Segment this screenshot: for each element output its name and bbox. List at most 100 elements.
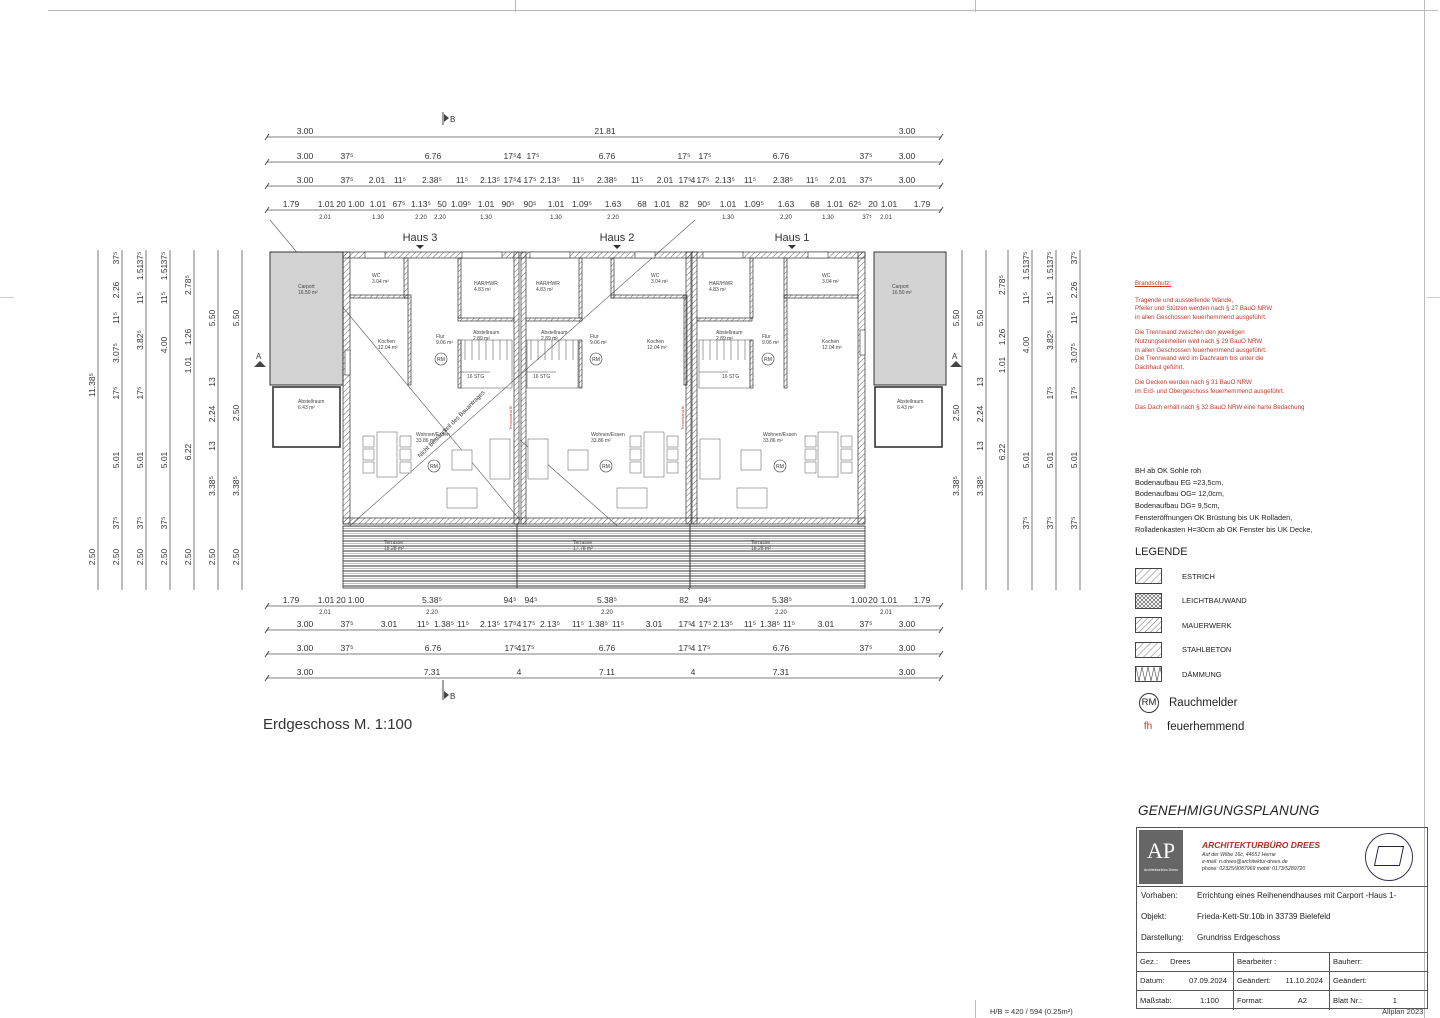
field-label: Objekt: (1141, 912, 1167, 921)
fire-protection-paragraph: Die Trennwand zwischen den jeweiligen Nu… (1135, 329, 1267, 371)
room-name: Flur (762, 334, 771, 340)
room-name: HAR/HWR (709, 281, 733, 287)
dimension-label: 2.38⁵ (773, 175, 793, 185)
dimension-label: 3.00 (899, 126, 916, 136)
dimension-label: 6.22 (997, 443, 1007, 460)
dimension-sublabel: 2.20 (607, 215, 619, 221)
dimension-label: 3.00 (297, 667, 314, 677)
dimension-label: 4 (691, 643, 696, 653)
dimension-label: 90⁵ (524, 199, 537, 209)
room-area: 18.28 m² (384, 546, 404, 552)
dimension-sublabel: 2.20 (434, 215, 446, 221)
legend-label: LEICHTBAUWAND (1182, 596, 1247, 606)
dimension-label: 1.79 (283, 199, 300, 209)
dimension-label: 62⁵ (849, 199, 862, 209)
project-row: Vorhaben:Errichtung eines Reihenendhause… (1141, 886, 1396, 906)
room-area: 9.06 m² (436, 340, 453, 346)
dimension-label: 2.50 (87, 548, 97, 565)
dimension-label: 3.38⁵ (207, 476, 217, 496)
dimension-label: 50 (437, 199, 447, 209)
house-label: Haus 3 (403, 232, 438, 244)
dimension-label: 4 (517, 643, 522, 653)
svg-text:B: B (450, 115, 455, 124)
room-area: 12.04 m² (822, 345, 842, 351)
fire-partition-labels: Trennwand fh Trennwand fh (508, 406, 685, 430)
plan-title: Erdgeschoss M. 1:100 (263, 716, 413, 733)
room-area: 3.04 m² (651, 279, 668, 285)
dimension-label: 1.51 (159, 263, 169, 280)
dimension-label: 1.09⁵ (572, 199, 592, 209)
drawn-by: Drees (1170, 956, 1191, 966)
dimension-label: 21.81 (594, 126, 616, 136)
field-label: Bauherr: (1333, 956, 1363, 966)
hatch-dense-swatch-icon (1135, 617, 1162, 634)
dimension-label: 37⁵ (135, 517, 145, 530)
dimension-label: 1.51 (135, 263, 145, 280)
dimension-label: 82 (679, 595, 689, 605)
dimension-label: 1.26 (183, 328, 193, 345)
legend-label: Rauchmelder (1169, 696, 1238, 709)
dimension-label: 2.13⁵ (480, 175, 500, 185)
dimension-label: 11⁵ (417, 619, 429, 629)
planning-stage: GENEHMIGUNGSPLANUNG (1138, 803, 1320, 818)
field-label: Format: (1237, 995, 1264, 1005)
room-area: 18.28 m² (751, 546, 771, 552)
dimension-label: 2.13⁵ (540, 619, 560, 629)
dimension-label: 1.01 (318, 199, 335, 209)
dimension-label: 5.50 (207, 309, 217, 326)
field-label: Geändert: (1237, 976, 1271, 986)
fold-mark (515, 0, 516, 12)
logo-mark-icon: AP (1146, 838, 1176, 863)
legend-item: MAUERWERK (1135, 613, 1395, 638)
dimension-label: 13 (975, 377, 985, 387)
editor-cell: Bearbeiter : (1234, 952, 1330, 971)
room-name: Terrasse (573, 540, 592, 546)
dimension-label: 17⁵ (527, 151, 540, 161)
paper-format: A2 (1297, 995, 1307, 1005)
dimension-label: 2.50 (135, 548, 145, 565)
legend-title: LEGENDE (1135, 546, 1188, 558)
dimension-label: 11⁵ (456, 175, 468, 185)
office-email: e-mail: n.drees@architektur-drees.de (1202, 859, 1288, 865)
dimension-label: 1.01 (183, 356, 193, 373)
room-area: 12.04 m² (647, 345, 667, 351)
house-label: Haus 1 (775, 232, 810, 244)
dimension-label: 3.00 (297, 619, 314, 629)
dimension-label: 17⁵ (504, 619, 517, 629)
dimension-label: 2.50 (231, 404, 241, 421)
dimension-label: 37⁵ (135, 252, 145, 265)
dimension-label: 1.00 (348, 199, 365, 209)
dimension-label: 37⁵ (1069, 252, 1079, 265)
field-label: Bearbeiter : (1237, 956, 1277, 966)
dimension-label: 2.13⁵ (480, 619, 500, 629)
dimension-label: 1.13⁵ (411, 199, 431, 209)
room-name: WC (651, 273, 660, 279)
dimension-label: 20 (336, 595, 346, 605)
smoke-detector-icon (427, 352, 787, 473)
room-name: Flur (590, 334, 599, 340)
title-block-row: Maßstab:1:100 Format:A2 Blatt Nr.:1 (1137, 991, 1427, 1010)
legend-label: feuerhemmend (1167, 720, 1245, 733)
dimension-label: 2.13⁵ (540, 175, 560, 185)
dimension-sublabel: 1.30 (550, 215, 562, 221)
dimension-label: 5.01 (1021, 451, 1031, 468)
room-area: 17.78 m² (573, 546, 593, 552)
dimension-label: 11⁵ (744, 619, 756, 629)
fold-mark (1426, 297, 1440, 298)
dimension-label: 6.22 (183, 443, 193, 460)
dimension-label: 17⁵ (679, 643, 692, 653)
room-name: Flur (436, 334, 445, 340)
dimension-sublabel: 2.01 (319, 215, 331, 221)
fire-protection-paragraph: Das Dach erhält nach § 32 BauO NRW eine … (1135, 403, 1305, 411)
dimension-label: 1.38⁵ (760, 619, 780, 629)
dimension-label: 90⁵ (698, 199, 711, 209)
dimension-label: 37⁵ (860, 175, 873, 185)
room-area: 3.04 m² (822, 279, 839, 285)
svg-text:RM: RM (437, 357, 445, 363)
dimension-label: 2.50 (111, 548, 121, 565)
dimension-label: 5.01 (1045, 451, 1055, 468)
dimension-label: 17⁵ (679, 619, 692, 629)
dimension-label: 3.38⁵ (951, 476, 961, 496)
svg-text:B: B (450, 692, 455, 701)
